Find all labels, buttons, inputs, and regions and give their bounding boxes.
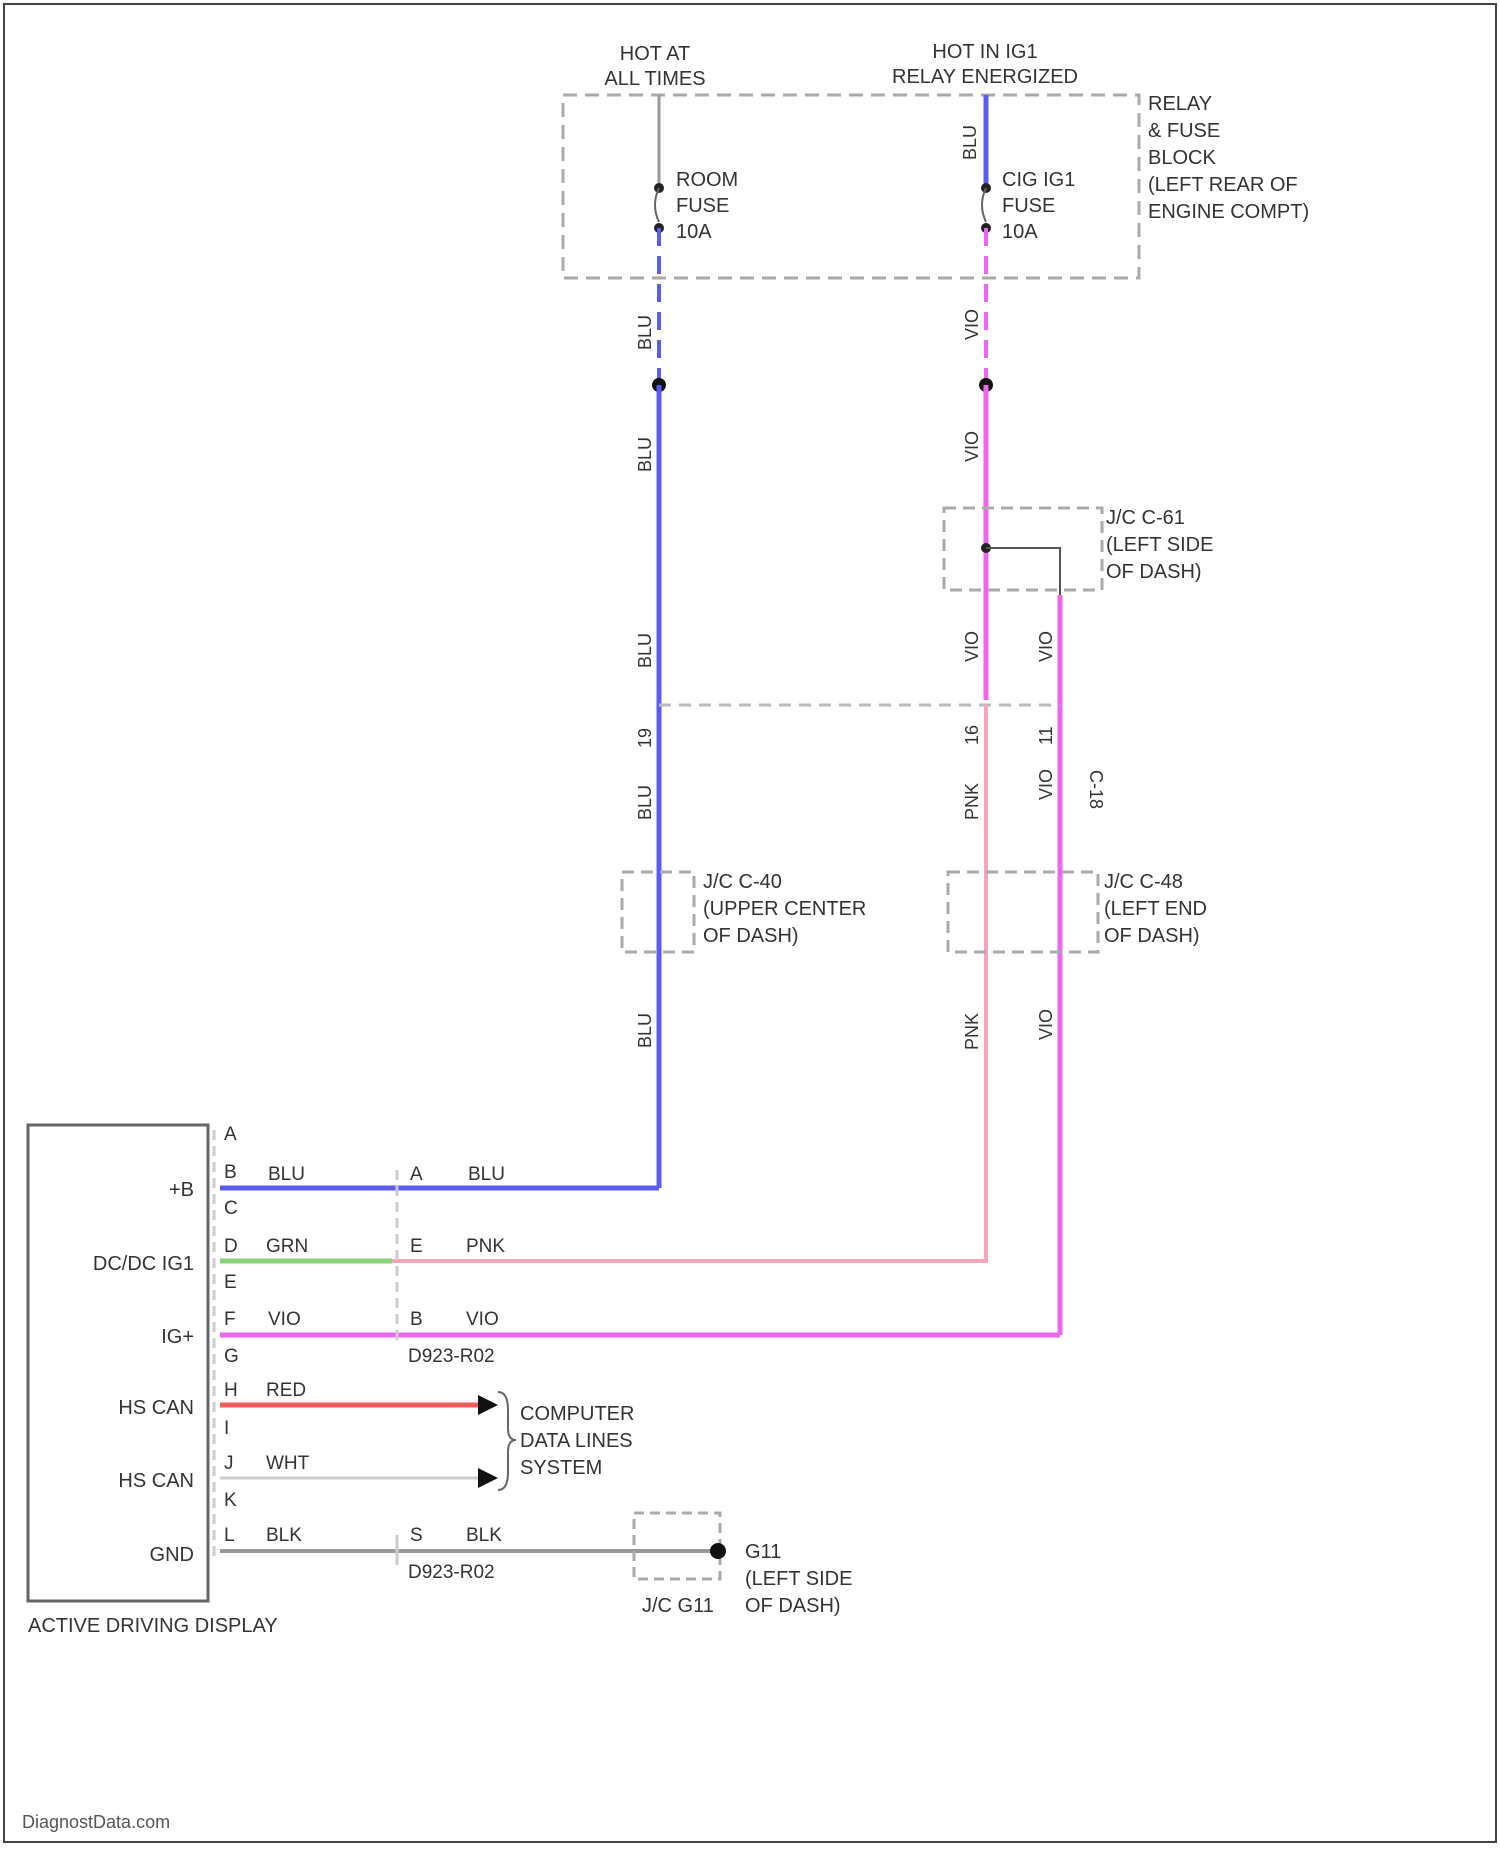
vio-wire-label-a: VIO — [962, 309, 982, 340]
jc-c61-label1: J/C C-61 — [1106, 507, 1185, 529]
conn-pin-s: S — [410, 1525, 423, 1546]
pin-gnd-label: GND — [150, 1544, 194, 1566]
jc-g11-label: J/C G11 — [642, 1595, 714, 1617]
igplus-wire-color-right: VIO — [466, 1309, 499, 1330]
pin-letter-l: L — [224, 1525, 235, 1546]
blu-wire-label-c: BLU — [635, 633, 655, 668]
blu-pin-19: 19 — [635, 728, 655, 748]
source-right-line2: RELAY ENERGIZED — [892, 66, 1078, 88]
blu-wire-label-a: BLU — [635, 315, 655, 350]
jc-c61-label3: OF DASH) — [1106, 561, 1202, 583]
vio-branch-label-c: VIO — [1036, 1009, 1056, 1040]
jc-c61-bridge — [986, 548, 1060, 595]
hscan-wht-color: WHT — [266, 1453, 310, 1474]
pnk-wire-label-b: PNK — [962, 1013, 982, 1050]
pin-letter-h: H — [224, 1380, 238, 1401]
g11-ground-point — [710, 1543, 726, 1559]
connector-upper-id: D923-R02 — [408, 1346, 495, 1367]
jc-c40-label1: J/C C-40 — [703, 871, 782, 893]
ig1-fuse-label1: CIG IG1 — [1002, 169, 1075, 191]
hscan-wht-arrow — [478, 1468, 498, 1488]
blu-wire-label-d: BLU — [635, 785, 655, 820]
dcdc-wire-color-left: GRN — [266, 1236, 308, 1257]
pin-11: 11 — [1036, 726, 1056, 745]
plusb-wire-color-right: BLU — [468, 1164, 505, 1185]
room-fuse-symbol — [655, 188, 659, 222]
jc-g11-box — [634, 1513, 720, 1579]
hscan-red-color: RED — [266, 1380, 306, 1401]
room-fuse-label2: FUSE — [676, 195, 729, 217]
pin-16: 16 — [962, 725, 982, 745]
computer-system-brace — [498, 1392, 516, 1490]
relay-block-line4: (LEFT REAR OF — [1148, 174, 1298, 196]
source-left-line2: ALL TIMES — [604, 68, 705, 90]
ig1-fuse-symbol — [982, 188, 986, 222]
g11-label2: (LEFT SIDE — [745, 1568, 852, 1590]
page-border — [4, 4, 1496, 1842]
relay-block-line5: ENGINE COMPT) — [1148, 201, 1309, 223]
pin-letter-b: B — [224, 1162, 237, 1183]
connector-c18-label: C-18 — [1086, 770, 1106, 809]
connector-lower-id: D923-R02 — [408, 1562, 495, 1583]
pin-letter-e: E — [224, 1272, 237, 1293]
g11-label3: OF DASH) — [745, 1595, 841, 1617]
source-left-line1: HOT AT — [620, 43, 690, 65]
relay-block-line2: & FUSE — [1148, 120, 1220, 142]
dcdc-wire-color-right: PNK — [466, 1236, 505, 1257]
pin-letter-j: J — [224, 1453, 234, 1474]
vio-branch-label-a: VIO — [1036, 631, 1056, 662]
igplus-wire-color-left: VIO — [268, 1309, 301, 1330]
g11-label1: G11 — [745, 1541, 781, 1563]
source-right-line1: HOT IN IG1 — [932, 41, 1037, 63]
pin-letter-i: I — [224, 1418, 229, 1439]
blu-wire-label-b: BLU — [635, 437, 655, 472]
gnd-wire-color-right: BLK — [466, 1525, 502, 1546]
pin-letter-f: F — [224, 1309, 236, 1330]
jc-c48-label1: J/C C-48 — [1104, 871, 1183, 893]
pin-letter-g: G — [224, 1346, 239, 1367]
computer-system-line1: COMPUTER — [520, 1403, 634, 1425]
footer-watermark: DiagnostData.com — [22, 1812, 170, 1832]
blu-wire-label-e: BLU — [635, 1013, 655, 1048]
vio-wire-label-c: VIO — [962, 631, 982, 662]
plusb-wire-color-left: BLU — [268, 1164, 305, 1185]
ig1-fuse-label3: 10A — [1002, 221, 1038, 243]
relay-block-line1: RELAY — [1148, 93, 1212, 115]
pin-igplus-label: IG+ — [161, 1326, 194, 1348]
ig1-feed-wire-color: BLU — [960, 125, 980, 160]
pin-letter-a: A — [224, 1124, 237, 1145]
jc-c48-box — [948, 872, 1098, 952]
pin-hscan-high-label: HS CAN — [118, 1397, 194, 1419]
jc-c48-label2: (LEFT END — [1104, 898, 1207, 920]
conn-pin-a: A — [410, 1164, 423, 1185]
pin-hscan-low-label: HS CAN — [118, 1470, 194, 1492]
vio-branch-label-b: VIO — [1036, 769, 1056, 800]
conn-pin-b: B — [410, 1309, 423, 1330]
relay-block-line3: BLOCK — [1148, 147, 1216, 169]
pin-letter-c: C — [224, 1198, 238, 1219]
jc-c40-label3: OF DASH) — [703, 925, 799, 947]
conn-pin-e: E — [410, 1236, 423, 1257]
computer-system-line2: DATA LINES — [520, 1430, 633, 1452]
pin-letter-k: K — [224, 1490, 237, 1511]
jc-c40-label2: (UPPER CENTER — [703, 898, 866, 920]
computer-system-line3: SYSTEM — [520, 1457, 602, 1479]
jc-c48-label3: OF DASH) — [1104, 925, 1200, 947]
pin-letter-d: D — [224, 1236, 238, 1257]
ig1-fuse-label2: FUSE — [1002, 195, 1055, 217]
room-fuse-label3: 10A — [676, 221, 712, 243]
gnd-wire-color-left: BLK — [266, 1525, 302, 1546]
pnk-wire-label-a: PNK — [962, 783, 982, 820]
pin-dcdc-label: DC/DC IG1 — [93, 1253, 194, 1275]
component-name: ACTIVE DRIVING DISPLAY — [28, 1615, 278, 1637]
vio-wire-label-b: VIO — [962, 431, 982, 462]
pin-plusb-label: +B — [169, 1179, 194, 1201]
room-fuse-label1: ROOM — [676, 169, 738, 191]
jc-c61-label2: (LEFT SIDE — [1106, 534, 1213, 556]
hscan-red-arrow — [478, 1395, 498, 1415]
